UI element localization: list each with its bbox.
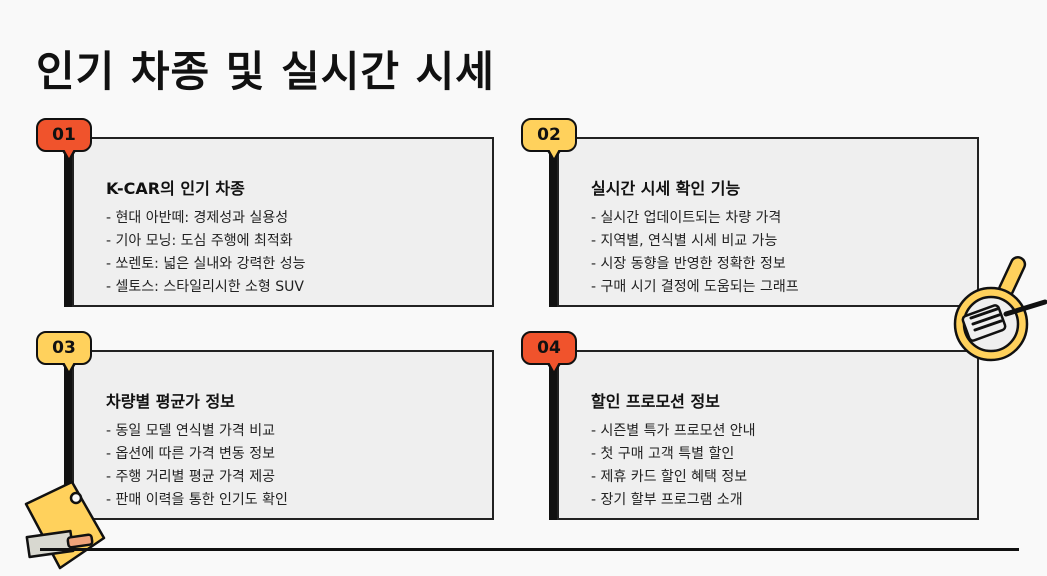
list-item: 현대 아반떼: 경제성과 실용성 [106, 207, 305, 230]
list-item: 판매 이력을 통한 인기도 확인 [106, 489, 288, 512]
list-item: 실시간 업데이트되는 차량 가격 [591, 207, 799, 230]
cutting-board-icon [24, 480, 106, 570]
card-list: 현대 아반떼: 경제성과 실용성 기아 모닝: 도심 주행에 최적화 쏘렌토: … [106, 207, 306, 299]
card-box: 할인 프로모션 정보 시즌별 특가 프로모션 안내 첫 구매 고객 특별 할인 … [557, 350, 979, 520]
list-item: 동일 모델 연식별 가격 비교 [106, 420, 288, 443]
list-item: 장기 할부 프로그램 소개 [591, 489, 756, 512]
card-list: 시즌별 특가 프로모션 안내 첫 구매 고객 특별 할인 제휴 카드 할인 혜택… [591, 420, 756, 512]
list-item: 첫 구매 고객 특별 할인 [591, 443, 756, 466]
card-heading: 차량별 평균가 정보 [106, 392, 235, 411]
badge-number: 04 [537, 338, 561, 358]
list-item: 제휴 카드 할인 혜택 정보 [591, 466, 756, 489]
list-item: 시즌별 특가 프로모션 안내 [591, 420, 756, 443]
card-box: 차량별 평균가 정보 동일 모델 연식별 가격 비교 옵션에 따른 가격 변동 … [72, 350, 494, 520]
card-box: K-CAR의 인기 차종 현대 아반떼: 경제성과 실용성 기아 모닝: 도심 … [72, 137, 494, 307]
card-02: 실시간 시세 확인 기능 실시간 업데이트되는 차량 가격 지역별, 연식별 시… [549, 137, 979, 307]
bottom-divider [40, 548, 1019, 551]
number-badge-04: 04 [521, 331, 577, 375]
list-item: 옵션에 따른 가격 변동 정보 [106, 443, 288, 466]
number-badge-02: 02 [521, 118, 577, 162]
card-01: K-CAR의 인기 차종 현대 아반떼: 경제성과 실용성 기아 모닝: 도심 … [64, 137, 494, 307]
list-item: 쏘렌토: 넓은 실내와 강력한 성능 [106, 253, 306, 276]
number-badge-01: 01 [36, 118, 92, 162]
badge-number: 02 [537, 125, 561, 145]
card-heading: 실시간 시세 확인 기능 [591, 179, 741, 198]
badge-number: 03 [52, 338, 76, 358]
card-04: 할인 프로모션 정보 시즌별 특가 프로모션 안내 첫 구매 고객 특별 할인 … [549, 350, 979, 520]
card-heading: K-CAR의 인기 차종 [106, 179, 245, 198]
frying-pan-icon [953, 256, 1047, 362]
card-box: 실시간 시세 확인 기능 실시간 업데이트되는 차량 가격 지역별, 연식별 시… [557, 137, 979, 307]
list-item: 셀토스: 스타일리시한 소형 SUV [106, 276, 305, 299]
list-item: 구매 시기 결정에 도움되는 그래프 [591, 276, 799, 299]
card-03: 차량별 평균가 정보 동일 모델 연식별 가격 비교 옵션에 따른 가격 변동 … [64, 350, 494, 520]
list-item: 기아 모닝: 도심 주행에 최적화 [106, 230, 305, 253]
badge-number: 01 [52, 125, 76, 145]
card-list: 동일 모델 연식별 가격 비교 옵션에 따른 가격 변동 정보 주행 거리별 평… [106, 420, 288, 512]
list-item: 시장 동향을 반영한 정확한 정보 [591, 253, 799, 276]
card-heading: 할인 프로모션 정보 [591, 392, 720, 411]
list-item: 지역별, 연식별 시세 비교 가능 [591, 230, 799, 253]
card-list: 실시간 업데이트되는 차량 가격 지역별, 연식별 시세 비교 가능 시장 동향… [591, 207, 799, 299]
page-title: 인기 차종 및 실시간 시세 [36, 47, 495, 96]
list-item: 주행 거리별 평균 가격 제공 [106, 466, 288, 489]
number-badge-03: 03 [36, 331, 92, 375]
